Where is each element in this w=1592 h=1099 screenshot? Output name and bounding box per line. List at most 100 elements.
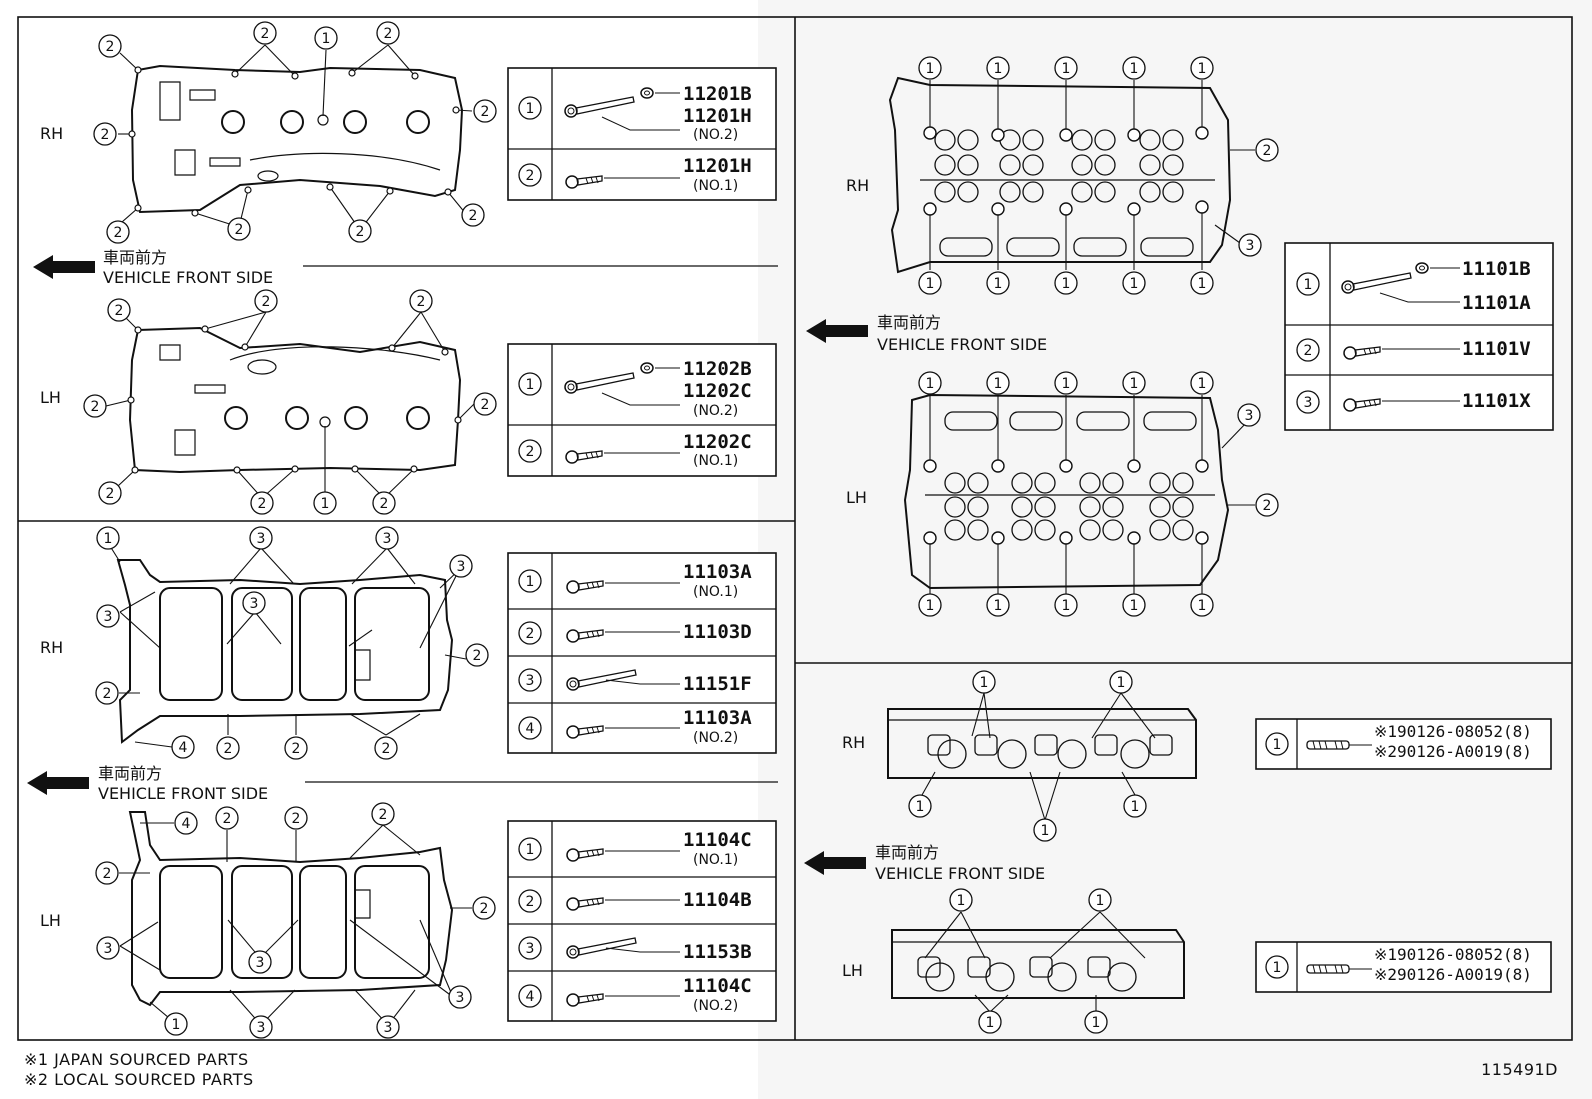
cam-housing-front-en: VEHICLE FRONT SIDE (98, 784, 268, 803)
valve-cover-section: RH LH (33, 21, 778, 515)
valve-cover-front-arrow: 車両前方 VEHICLE FRONT SIDE (33, 248, 778, 287)
svg-text:1: 1 (1198, 376, 1207, 392)
svg-text:2: 2 (101, 127, 110, 143)
valve-cover-lh-note-1: (NO.2) (693, 403, 738, 419)
svg-text:2: 2 (481, 397, 490, 413)
svg-text:2: 2 (480, 901, 489, 917)
exhaust-stud-rh-parts-table: 1 ※190126-08052(8) ※290126-A0019(8) (1255, 718, 1552, 770)
svg-text:2: 2 (106, 39, 115, 55)
svg-text:3: 3 (256, 955, 265, 971)
exhaust-stud-lh-callouts (924, 911, 1146, 1013)
valve-cover-lh-parts-table: 1 2 11202B 11202C (NO.2) 11202C (NO.1) (507, 343, 777, 477)
section-frames (17, 16, 1573, 1041)
valve-cover-rh-number-bubbles: 2 2 1 2 2 2 2 2 2 2 (93, 21, 497, 244)
svg-text:1: 1 (1273, 737, 1282, 753)
valve-cover-rh-pn-1b: 11201H (683, 105, 752, 127)
exhaust-stud-front-ja: 車両前方 (875, 843, 939, 862)
valve-cover-lh-label: LH (40, 388, 61, 407)
cam-housing-rh-parts-table: 1 2 3 4 11103A (NO.1) 11103D 11151F 1110… (507, 552, 777, 754)
svg-text:1: 1 (916, 799, 925, 815)
cylinder-head-front-ja: 車両前方 (877, 313, 941, 332)
svg-text:1: 1 (1198, 598, 1207, 614)
svg-text:2: 2 (526, 444, 535, 460)
svg-text:4: 4 (526, 721, 535, 737)
cam-housing-front-ja: 車両前方 (98, 764, 162, 783)
cam-housing-lh-note-1: (NO.1) (693, 852, 738, 868)
svg-text:2: 2 (526, 894, 535, 910)
svg-text:2: 2 (292, 811, 301, 827)
valve-cover-lh-drawing (128, 326, 462, 474)
cam-housing-lh-label: LH (40, 911, 61, 930)
cylinder-head-lh-drawing (903, 393, 1230, 590)
exhaust-stud-rh-pn-1: ※190126-08052(8) (1374, 722, 1532, 741)
svg-text:2: 2 (526, 626, 535, 642)
cylinder-head-rh-label: RH (846, 176, 869, 195)
svg-text:1: 1 (526, 842, 535, 858)
exhaust-stud-section: RH LH 1 1 1 1 1 (804, 670, 1552, 1034)
valve-cover-lh-bolt-points (127, 325, 462, 474)
svg-text:1: 1 (322, 31, 331, 47)
valve-cover-front-ja: 車両前方 (103, 248, 167, 267)
svg-text:2: 2 (1304, 343, 1313, 359)
svg-text:2: 2 (103, 686, 112, 702)
svg-text:3: 3 (104, 609, 113, 625)
svg-text:4: 4 (526, 989, 535, 1005)
svg-text:1: 1 (1041, 823, 1050, 839)
svg-text:2: 2 (91, 399, 100, 415)
svg-text:1: 1 (1130, 598, 1139, 614)
cam-housing-lh-pn-3: 11153B (683, 941, 752, 963)
valve-cover-rh-pn-2: 11201H (683, 155, 752, 177)
svg-text:2: 2 (224, 741, 233, 757)
cylinder-head-front-en: VEHICLE FRONT SIDE (877, 335, 1047, 354)
valve-cover-lh-pn-1a: 11202B (683, 358, 752, 380)
valve-cover-lh-note-2: (NO.1) (693, 453, 738, 469)
exhaust-stud-rh-number-bubbles: 1 1 1 1 1 (908, 670, 1147, 842)
exhaust-stud-lh-pn-2: ※290126-A0019(8) (1374, 965, 1532, 984)
exhaust-stud-lh-number-bubbles: 1 1 1 1 (949, 888, 1112, 1034)
svg-text:3: 3 (257, 1020, 266, 1036)
cylinder-head-rh-callouts (929, 80, 1255, 270)
valve-cover-rh-drawing (130, 64, 464, 214)
cylinder-head-rh-number-bubbles: 1 1 1 1 1 1 1 1 1 1 2 3 (918, 56, 1279, 295)
arrow-left-icon (27, 771, 89, 795)
valve-cover-rh-bolt-points (128, 66, 460, 217)
svg-text:1: 1 (526, 101, 535, 117)
svg-text:1: 1 (1062, 276, 1071, 292)
cam-housing-lh-callouts (119, 822, 472, 1026)
svg-text:1: 1 (994, 61, 1003, 77)
cylinder-head-rh-bolt-points (923, 126, 1209, 216)
svg-text:1: 1 (526, 377, 535, 393)
svg-text:3: 3 (104, 941, 113, 957)
cam-housing-rh-pn-4: 11103A (683, 707, 752, 729)
svg-text:2: 2 (235, 222, 244, 238)
svg-text:3: 3 (456, 990, 465, 1006)
exhaust-stud-lh-parts-table: 1 ※190126-08052(8) ※290126-A0019(8) (1255, 941, 1552, 993)
svg-text:2: 2 (262, 294, 271, 310)
cylinder-head-parts-table: 1 2 3 11101B 11101A 11101V 11101X (1284, 242, 1554, 431)
svg-text:1: 1 (994, 376, 1003, 392)
cam-housing-lh-drawing (128, 811, 454, 1007)
valve-cover-lh-pn-1b: 11202C (683, 380, 752, 402)
svg-text:1: 1 (980, 675, 989, 691)
exhaust-stud-rh-callouts (921, 692, 1156, 821)
svg-text:1: 1 (1273, 960, 1282, 976)
svg-text:1: 1 (1062, 376, 1071, 392)
cam-housing-lh-pn-2: 11104B (683, 889, 752, 911)
cylinder-head-lh-bolt-points (923, 459, 1209, 545)
cylinder-head-front-arrow: 車両前方 VEHICLE FRONT SIDE (806, 313, 1047, 354)
exhaust-stud-front-en: VEHICLE FRONT SIDE (875, 864, 1045, 883)
cylinder-head-lh-label: LH (846, 488, 867, 507)
cylinder-head-lh-number-bubbles: 1 1 1 1 1 1 1 1 1 1 3 2 (918, 371, 1279, 617)
valve-cover-rh-note-1: (NO.2) (693, 127, 738, 143)
svg-text:2: 2 (469, 208, 478, 224)
svg-text:1: 1 (1062, 598, 1071, 614)
svg-text:1: 1 (1198, 61, 1207, 77)
footer-note-local: ※2 LOCAL SOURCED PARTS (24, 1070, 254, 1089)
cam-housing-rh-pn-1: 11103A (683, 561, 752, 583)
svg-text:3: 3 (257, 531, 266, 547)
svg-text:1: 1 (986, 1015, 995, 1031)
svg-text:2: 2 (103, 866, 112, 882)
svg-text:1: 1 (1117, 675, 1126, 691)
svg-text:3: 3 (457, 559, 466, 575)
svg-text:1: 1 (957, 893, 966, 909)
